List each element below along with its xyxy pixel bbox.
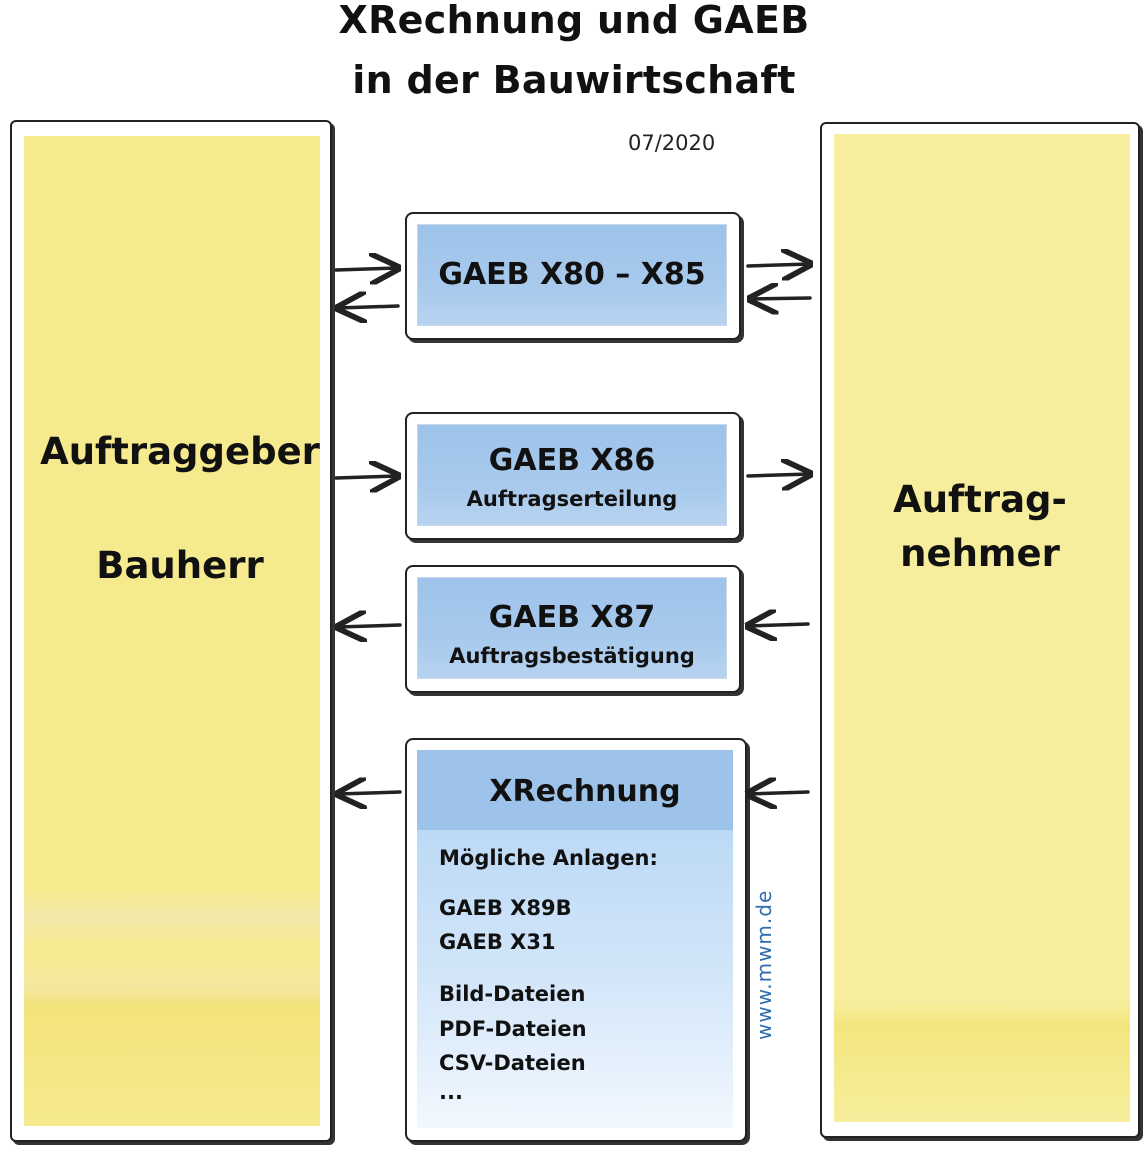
attachment-item: ...: [439, 1080, 463, 1104]
arrow-left-icon: [338, 792, 402, 794]
gaeb-x86-fill: GAEB X86 Auftragserteilung: [417, 424, 727, 526]
gaeb-x80-x85-box: GAEB X80 – X85: [405, 212, 741, 340]
xrechnung-label: XRechnung: [489, 774, 681, 809]
attachment-item: GAEB X31: [439, 930, 556, 954]
arrow-left-icon: [748, 624, 810, 626]
right-party-name-line2: nehmer: [900, 532, 1060, 575]
gaeb-x87-label: GAEB X87: [488, 600, 656, 635]
left-party-role: Bauherr: [96, 544, 264, 587]
gaeb-x86-label: GAEB X86: [488, 443, 656, 478]
xrechnung-header: XRechnung: [417, 750, 733, 830]
left-party-fill: [24, 136, 320, 1126]
left-party-panel: [10, 120, 332, 1142]
diagram-title-line2: in der Bauwirtschaft: [352, 58, 796, 102]
watermark-text: www.mwm.de: [752, 889, 776, 1040]
arrow-left-icon: [748, 792, 810, 794]
gaeb-x86-sublabel: Auftragserteilung: [466, 487, 678, 511]
attachment-item: GAEB X89B: [439, 896, 572, 920]
arrow-left-icon: [338, 625, 402, 627]
diagram-title-line1: XRechnung und GAEB: [338, 0, 810, 42]
date-label: 07/2020: [628, 131, 716, 155]
left-party-name: Auftraggeber: [40, 430, 320, 473]
attachment-item: Bild-Dateien: [439, 982, 586, 1006]
xrechnung-box: XRechnung Mögliche Anlagen: GAEB X89B GA…: [405, 738, 747, 1142]
attachments-heading: Mögliche Anlagen:: [439, 846, 658, 870]
arrow-left-icon: [338, 306, 400, 308]
xrechnung-attachments: Mögliche Anlagen: GAEB X89B GAEB X31 Bil…: [417, 830, 733, 1128]
gaeb-x80-x85-fill: GAEB X80 – X85: [417, 224, 727, 326]
gaeb-x86-box: GAEB X86 Auftragserteilung: [405, 412, 741, 540]
right-party-fill: [834, 134, 1130, 1122]
gaeb-x87-sublabel: Auftragsbestätigung: [449, 644, 695, 668]
gaeb-x87-box: GAEB X87 Auftragsbestätigung: [405, 565, 741, 693]
attachment-item: PDF-Dateien: [439, 1017, 587, 1041]
right-party-panel: [820, 122, 1140, 1138]
arrow-right-icon: [334, 476, 398, 478]
xrechnung-fill: XRechnung Mögliche Anlagen: GAEB X89B GA…: [417, 750, 733, 1128]
arrow-right-icon: [334, 268, 398, 270]
gaeb-x80-x85-label: GAEB X80 – X85: [438, 257, 706, 292]
arrow-left-icon: [750, 298, 812, 299]
right-party-name-line1: Auftrag-: [893, 478, 1067, 521]
arrow-right-icon: [746, 264, 810, 266]
attachment-item: CSV-Dateien: [439, 1051, 586, 1075]
arrow-right-icon: [746, 474, 810, 476]
gaeb-x87-fill: GAEB X87 Auftragsbestätigung: [417, 577, 727, 679]
